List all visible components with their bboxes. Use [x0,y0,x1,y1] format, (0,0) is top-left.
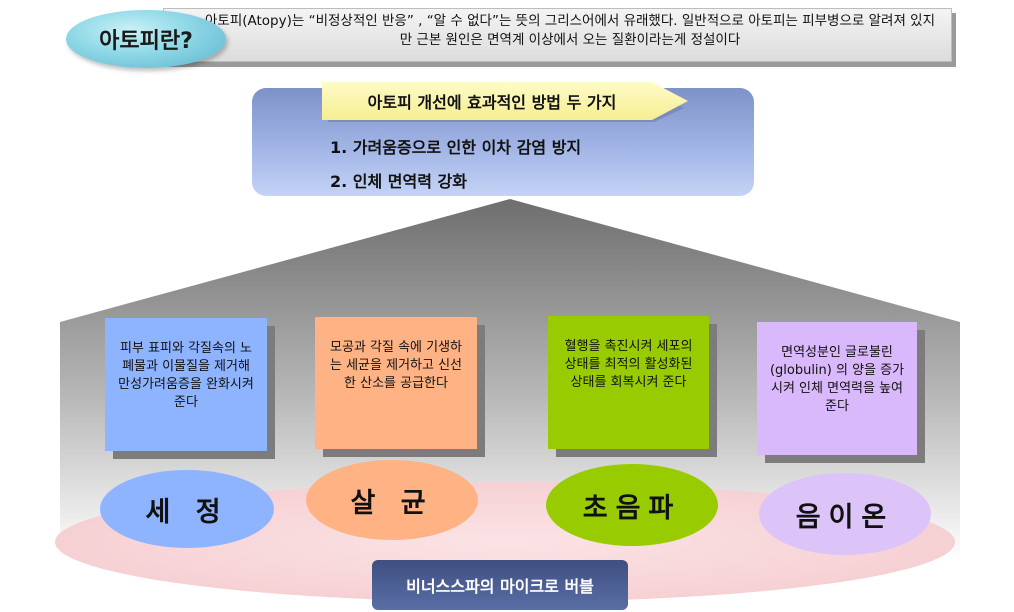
methods-title: 아토피 개선에 효과적인 방법 두 가지 [367,93,617,112]
definition-text: 아토피(Atopy)는 “비정상적인 반응” , “알 수 없다”는 뜻의 그리… [204,13,936,48]
methods-title-arrow [322,82,688,122]
feature-oval-anion: 음이온 [759,473,931,555]
feature-oval-sterilization: 살 균 [306,460,478,540]
feature-oval-ultrasound: 초음파 [546,464,718,546]
feature-card-cleansing: 피부 표피와 각질속의 노폐물과 이물질을 제거해 만성가려움증을 완화시켜 준… [105,318,267,451]
feature-card-anion: 면역성분인 글로불린(globulin) 의 양을 증가 시켜 인체 면역력을 … [757,322,917,455]
atopy-label-oval: 아토피란? [66,10,226,68]
feature-card-sterilization: 모공과 각질 속에 기생하는 세균을 제거하고 신선한 산소를 공급한다 [315,317,477,449]
feature-card-ultrasound: 혈행을 촉진시켜 세포의 상태를 최적의 활성화된 상태를 회복시켜 준다 [548,316,709,449]
definition-box [163,8,952,62]
feature-oval-cleansing: 세 정 [100,470,274,548]
method-item-2: 2. 인체 면역력 강화 [330,172,467,191]
method-item-1: 1. 가려움증으로 인한 이차 감염 방지 [330,138,582,157]
base-label: 비너스스파의 마이크로 버블 [372,560,628,610]
